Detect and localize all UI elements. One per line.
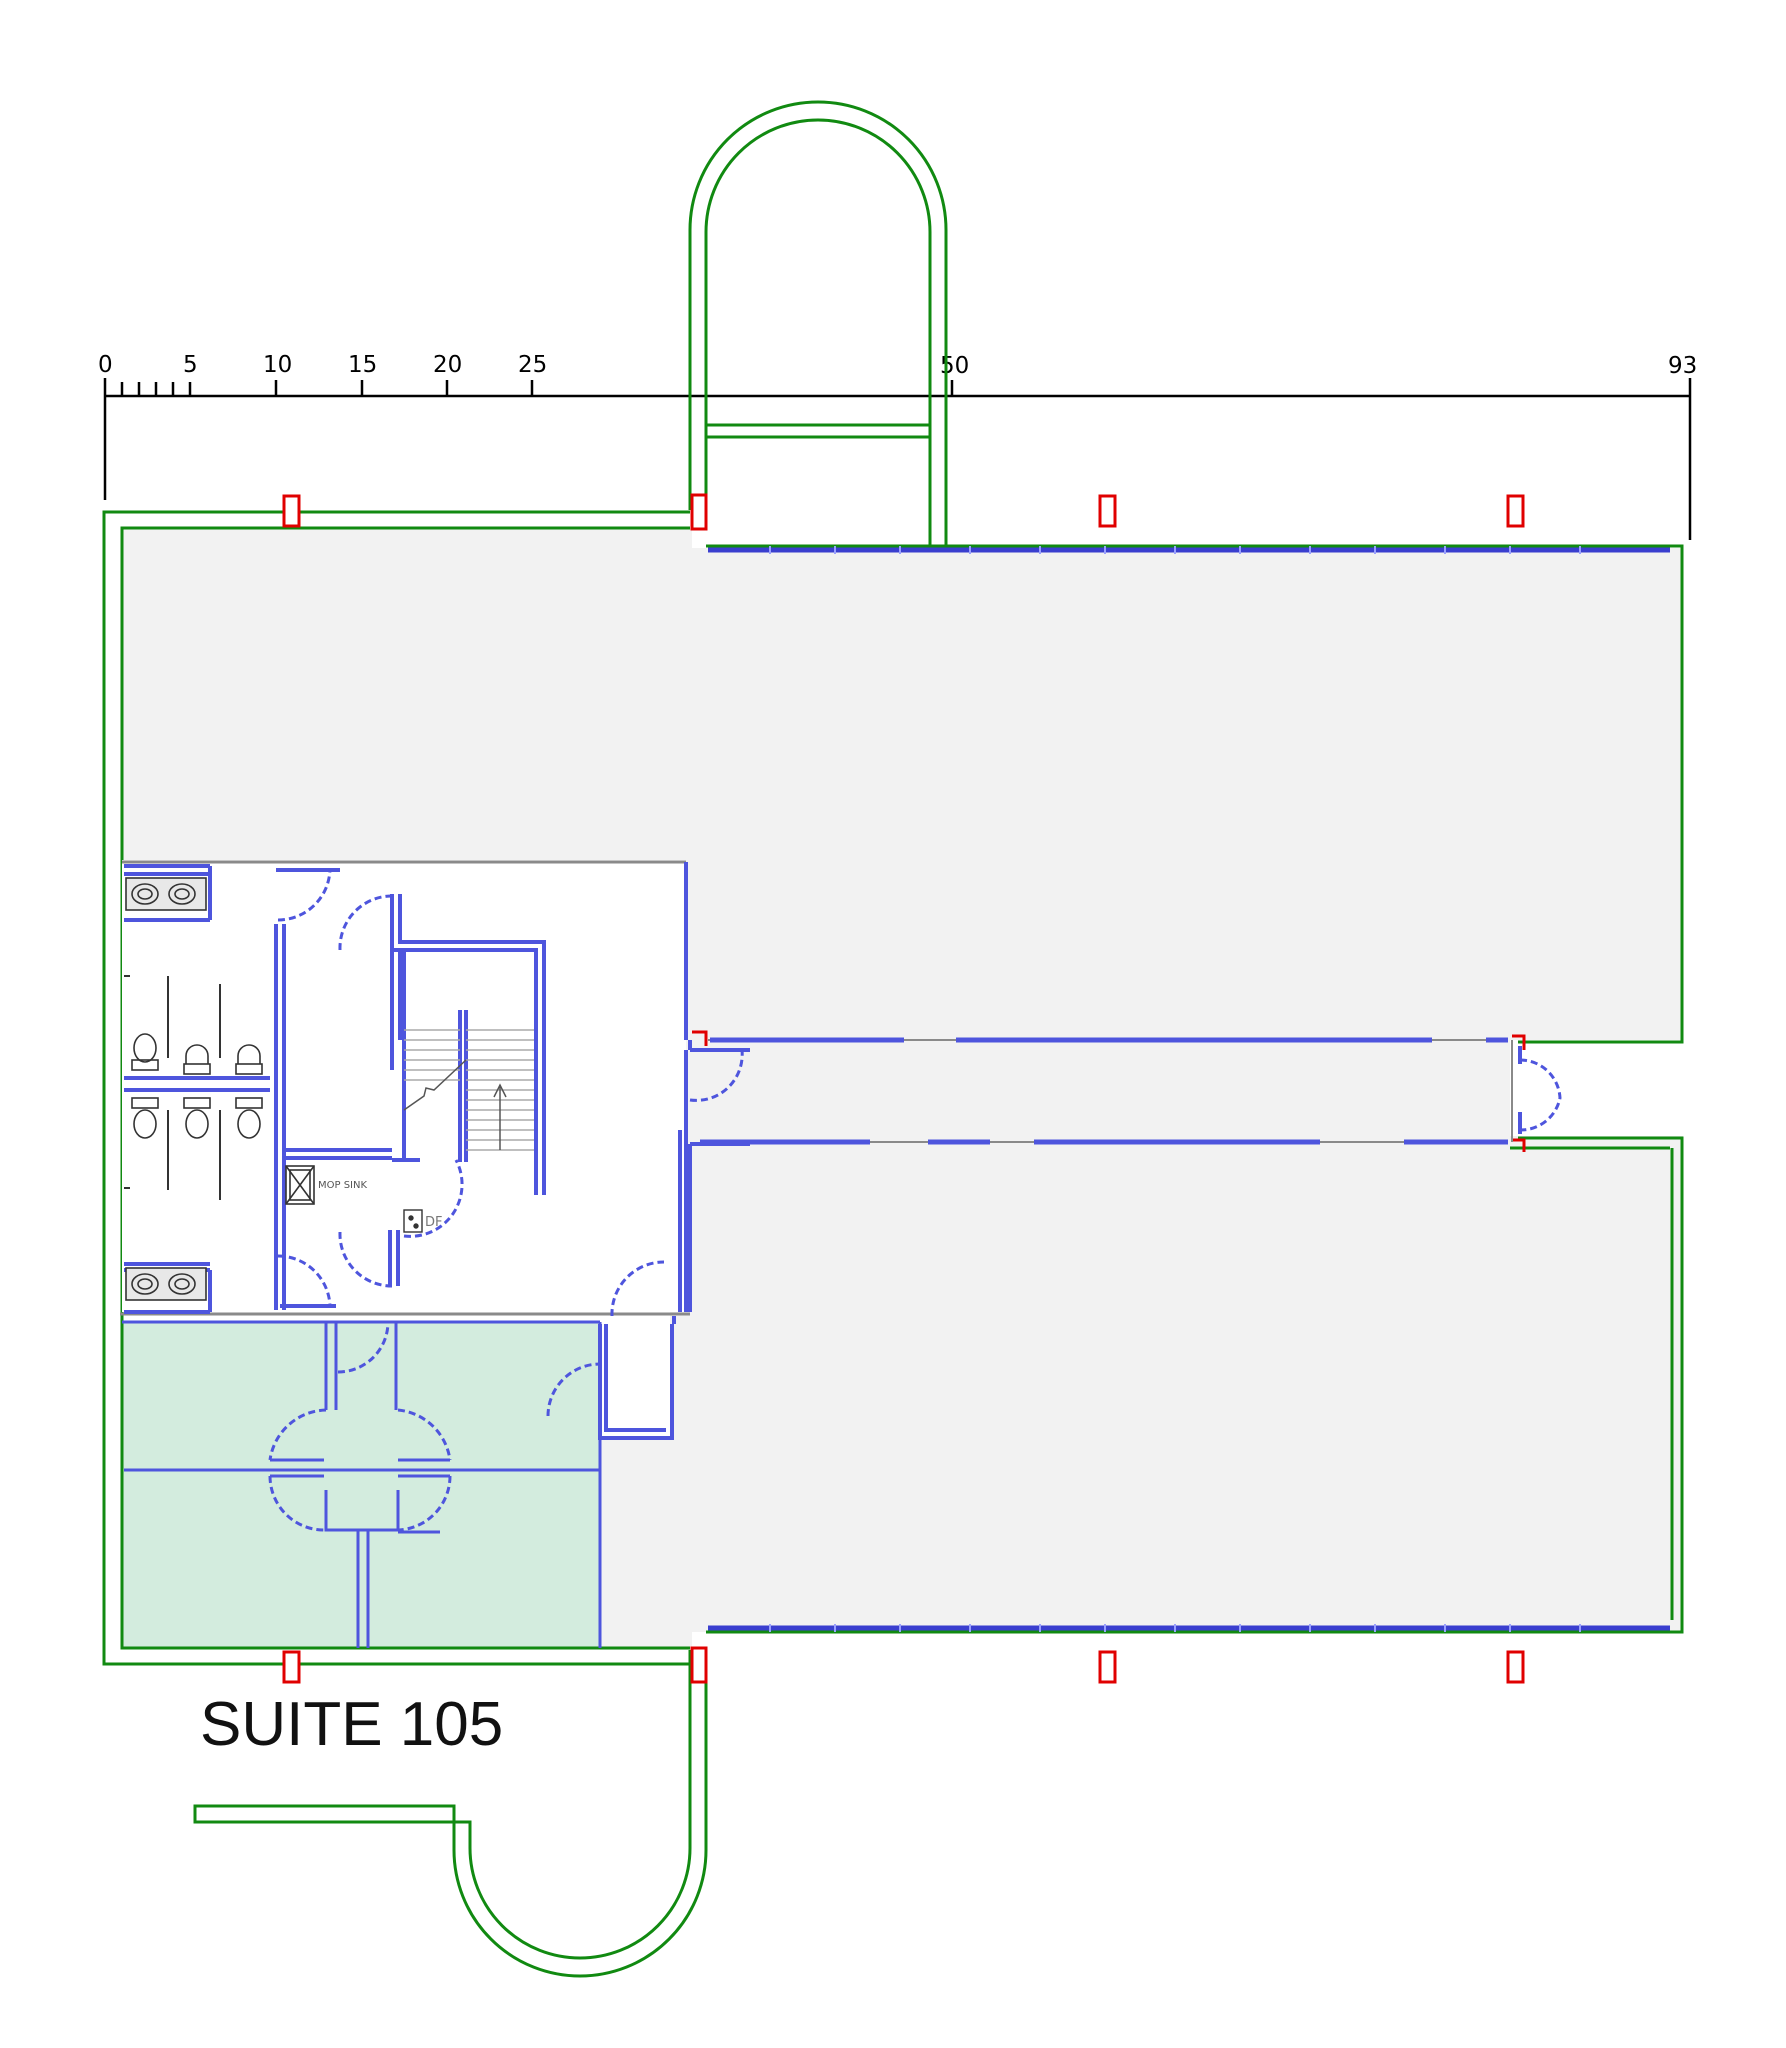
toilet-icon (237, 1109, 261, 1139)
scale-tick-93: 93 (1668, 353, 1697, 379)
scale-bar (103, 378, 1692, 540)
drinking-fountain-icon (403, 1209, 423, 1233)
mop-sink (285, 1165, 315, 1205)
toilet-tank (131, 1059, 159, 1071)
toilet-icon (237, 1044, 261, 1064)
toilet-icon (185, 1109, 209, 1139)
suite-105-fill (122, 1322, 600, 1648)
toilet-tank (235, 1097, 263, 1109)
sink-icon (168, 1273, 196, 1295)
column (1506, 1650, 1525, 1684)
toilet-icon (133, 1033, 157, 1063)
vanity-counter (125, 877, 207, 911)
scale-labels: 0 5 10 15 20 25 50 93 (98, 352, 1697, 379)
scale-tick-5: 5 (183, 352, 198, 378)
corridor-glazing (700, 1037, 1522, 1145)
toilet-tank (131, 1097, 159, 1109)
door-swings (268, 867, 1562, 1532)
structural-columns (282, 493, 1525, 1684)
scale-tick-15: 15 (348, 352, 377, 378)
sink-icon (168, 883, 196, 905)
toilet-icon (133, 1109, 157, 1139)
scale-tick-10: 10 (263, 352, 292, 378)
mop-sink-label: MOP SINK (318, 1180, 367, 1191)
toilet-icon (185, 1044, 209, 1064)
scale-tick-20: 20 (433, 352, 462, 378)
sink-icon (131, 883, 159, 905)
sink-icon (131, 1273, 159, 1295)
column (690, 493, 708, 531)
drinking-fountain-label: DF (425, 1215, 443, 1230)
suite-105-walls (122, 1320, 602, 1648)
column (1506, 494, 1525, 528)
south-stair-tower (193, 1650, 708, 1978)
floor-fills (122, 528, 1683, 1650)
sink-icon (174, 888, 190, 900)
suite-label: SUITE 105 (200, 1690, 503, 1759)
scale-tick-0: 0 (98, 352, 113, 378)
open-space-fill (122, 528, 1683, 1650)
column (1098, 494, 1117, 528)
column (690, 1646, 708, 1684)
vanity-counter (125, 1267, 207, 1301)
sink-icon (137, 888, 153, 900)
window-mullions (769, 546, 1581, 1632)
sink-icon (137, 1278, 153, 1290)
toilet-tank (183, 1063, 211, 1075)
toilet-tank (183, 1097, 211, 1109)
sink-icon (174, 1278, 190, 1290)
north-stair-tower (688, 100, 948, 545)
scale-tick-25: 25 (518, 352, 547, 378)
scale-tick-50: 50 (940, 353, 969, 379)
column (282, 1650, 301, 1684)
column (1098, 1650, 1117, 1684)
column (282, 494, 301, 528)
restroom-fixtures (125, 877, 263, 1301)
toilet-tank (235, 1063, 263, 1075)
interior-stair (403, 1029, 534, 1151)
